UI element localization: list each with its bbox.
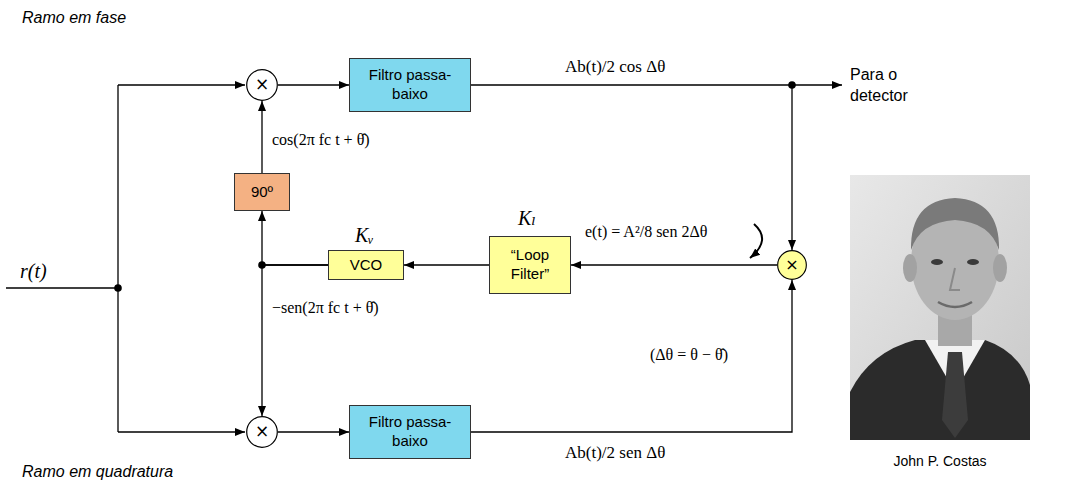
signal-connector [571, 264, 777, 265]
multiplier-circle: × [246, 69, 278, 101]
portrait-photo [850, 175, 1030, 440]
phase-shift-box: 90º [234, 173, 290, 211]
photo-hair [911, 198, 999, 250]
multiplier-outline [778, 251, 807, 280]
block-label: Filtro passa-baixo [355, 66, 465, 104]
block-label: 90º [251, 183, 273, 202]
photo-ear [993, 254, 1007, 282]
output-wire [792, 84, 842, 85]
photo-eye [967, 259, 979, 265]
multiply-sign: × [255, 74, 269, 95]
signal-connector [471, 280, 792, 432]
signal-connector [278, 431, 349, 432]
junction-dot [114, 284, 122, 292]
lowpass-filter-box: Filtro passa-baixo [349, 58, 471, 112]
photo-mouth [938, 302, 972, 307]
multiplier-outline [247, 417, 278, 448]
input-wire [6, 287, 118, 288]
leader-line [750, 224, 762, 258]
multiplier-circle: × [246, 416, 278, 448]
photo-nose [950, 268, 960, 290]
signal-connector [404, 264, 489, 265]
block-label: VCO [350, 256, 383, 275]
photo-ear [903, 254, 917, 282]
multiplier-circle: × [777, 250, 807, 280]
block-label: Filtro passa-baixo [355, 413, 465, 451]
multiply-sign: × [785, 255, 798, 275]
multiply-sign: × [255, 421, 269, 442]
signal-connector [262, 265, 328, 416]
signal-formula: Ab(t)/2 sen Δθ [565, 442, 665, 464]
note-formula: (Δθ = θ − θ̂) [650, 345, 728, 366]
branch-label: Ramo em fase [22, 8, 126, 29]
photo-tie [942, 352, 968, 438]
gain-symbol: Kᵥ [355, 222, 374, 248]
signal-formula: Ab(t)/2 cos Δθ [565, 56, 665, 78]
loop-filter-box: “Loop Filter” [489, 236, 571, 294]
input-wire [118, 431, 245, 432]
branch-label: Ramo em quadratura [22, 462, 173, 483]
vco-box: VCO [328, 250, 404, 280]
input-wire [118, 84, 245, 85]
multiplier-outline [247, 70, 278, 101]
gain-symbol: Kₗ [518, 205, 536, 231]
photo-background [850, 175, 1030, 440]
signal-name: r(t) [20, 258, 47, 284]
signal-connector [278, 84, 349, 85]
input-split-wire [117, 85, 118, 432]
signal-formula: −sen(2π fc t + θ̂) [272, 298, 379, 319]
photo-eye [931, 259, 943, 265]
signal-connector [471, 85, 792, 250]
block-label: “Loop Filter” [495, 246, 565, 284]
error-formula: e(t) = A²/8 sen 2Δθ [585, 222, 707, 243]
photo-caption: John P. Costas [848, 452, 1032, 470]
lowpass-filter-box: Filtro passa-baixo [349, 405, 471, 459]
output-label: Para o detector [850, 65, 946, 107]
signal-connector [262, 211, 328, 265]
signal-formula: cos(2π fc t + θ̂) [272, 130, 370, 151]
photo-suit [850, 340, 1030, 440]
signal-connector [261, 101, 262, 173]
